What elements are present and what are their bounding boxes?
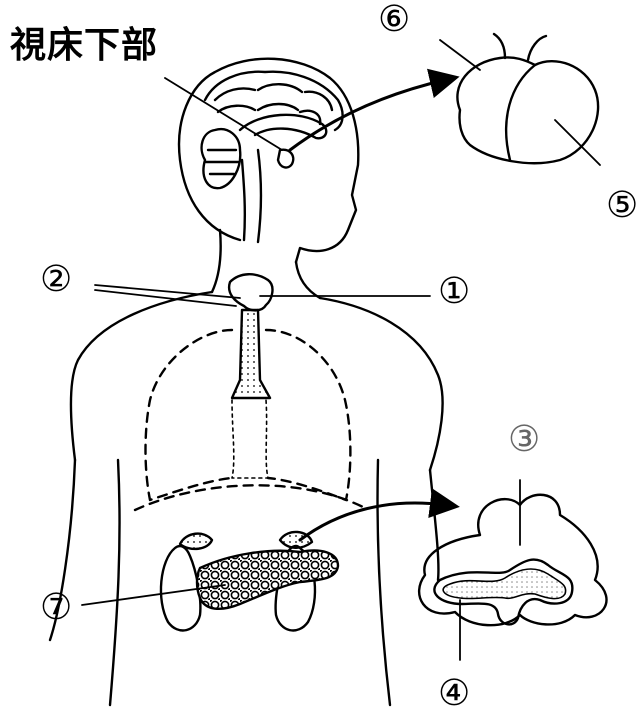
lung-left: [146, 330, 233, 500]
brainstem: [242, 150, 261, 242]
neck-left: [212, 230, 221, 292]
torso-right: [378, 460, 391, 705]
shoulder-left: [71, 292, 212, 460]
pituitary: [278, 150, 293, 168]
pancreas: [197, 551, 338, 609]
arrow-to-pituitary: [290, 80, 445, 150]
label-2: ②: [40, 262, 72, 298]
label-5: ⑤: [606, 188, 638, 224]
torso-left: [110, 460, 120, 705]
pointer-6: [440, 40, 480, 70]
label-4: ④: [438, 676, 470, 712]
cerebellum: [202, 129, 241, 188]
label-3: ③: [508, 422, 540, 458]
thyroid: [229, 274, 272, 310]
diaphragm: [135, 485, 365, 510]
pituitary-stalk: [494, 34, 546, 60]
neck-right: [296, 262, 320, 298]
pituitary-divider: [506, 65, 535, 160]
lung-right: [266, 330, 350, 500]
kidney-left: [161, 546, 200, 630]
brain-gyri: [205, 72, 343, 130]
heart: [232, 400, 268, 478]
adrenal-left: [180, 534, 212, 549]
trachea: [232, 310, 270, 398]
arm-right: [430, 470, 438, 580]
label-7: ⑦: [40, 590, 72, 626]
label-1: ①: [438, 274, 470, 310]
hypothalamus-label: 視床下部: [10, 28, 158, 64]
adrenal-zoom-outer: [419, 495, 606, 625]
label-6: ⑥: [378, 2, 410, 38]
arrow-to-adrenal: [300, 503, 445, 540]
